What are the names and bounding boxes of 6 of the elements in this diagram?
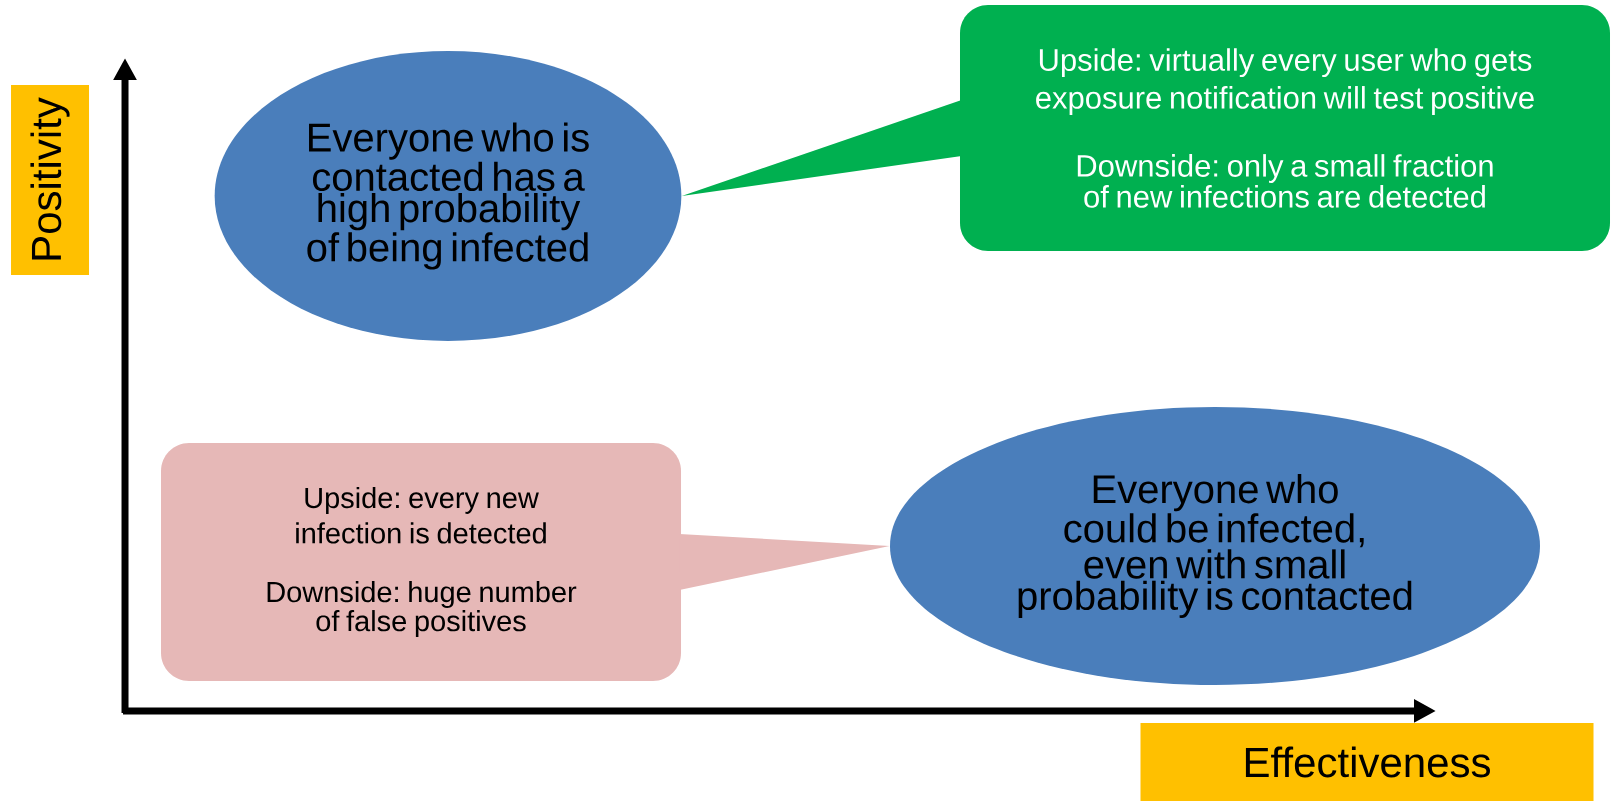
axis-label: Effectiveness	[1140, 723, 1594, 801]
speech-bubble: Upside: virtually every user who gets exposure notification will test positive Downside: only a small fraction of new infections are detected	[960, 5, 1610, 251]
callout-tail	[681, 100, 962, 196]
axis-label: Positivity	[11, 85, 89, 275]
callout-tail	[679, 534, 890, 590]
speech-bubble: Upside: every new infection is detected Downside: huge number of false positives	[161, 443, 681, 681]
